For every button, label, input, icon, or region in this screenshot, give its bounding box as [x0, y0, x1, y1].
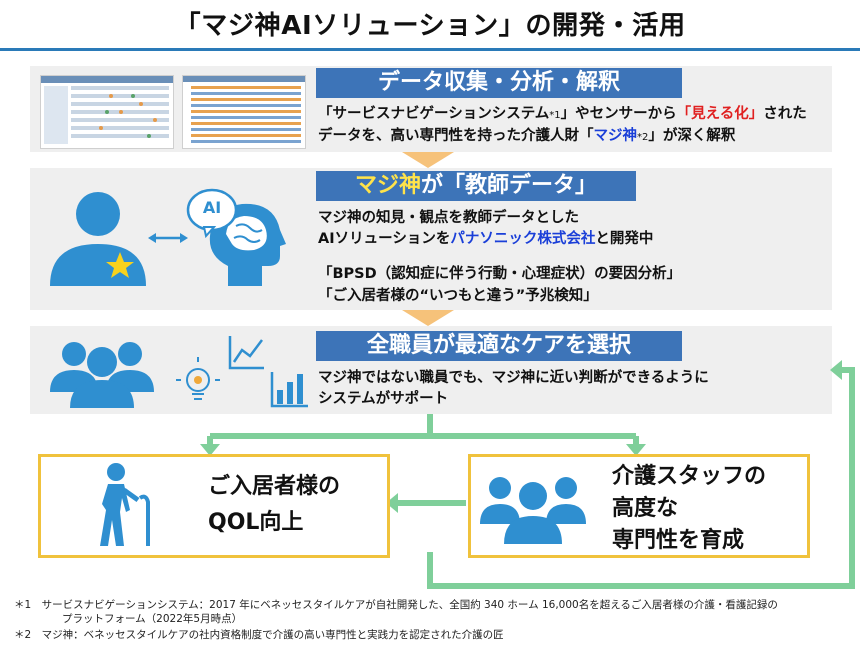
ai-brain-head-icon: [186, 188, 286, 286]
double-arrow-icon: [148, 233, 188, 243]
box-left-line2: QOL向上: [208, 510, 304, 535]
page-title: 「マジ神AIソリューション」の開発・活用: [174, 11, 686, 41]
flow-chevron-2: [402, 310, 454, 326]
section3-label: 全職員が最適なケアを選択: [316, 331, 682, 361]
lightbulb-gear-icon: [176, 357, 220, 400]
staff-team-icon: [480, 477, 586, 544]
person-ai-icons: [50, 188, 286, 286]
section2-line4: 「ご入居者様の“いつもと違う”予兆検知」: [318, 288, 598, 304]
staff-analytics-icons: [50, 336, 308, 408]
box-left-line1: ご入居者様の: [208, 474, 341, 499]
section1-line2: データを、高い専門性を持った介護人財「マジ神*2」が深く解釈: [318, 128, 736, 144]
line-chart-icon: [228, 336, 264, 370]
section2-label: マジ神が「教師データ」: [316, 171, 636, 201]
footnote-1-cont: プラットフォーム（2022年5月時点）: [62, 613, 243, 625]
footnote-1: ＊1 サービスナビゲーションシステム：2017 年にベネッセスタイルケアが自社開…: [14, 599, 778, 611]
box-right-line3: 専門性を育成: [612, 528, 745, 553]
section2-line2: AIソリューションをパナソニック株式会社と開発中: [318, 231, 654, 247]
section1-line1: 「サービスナビゲーションシステム*1」やセンサーから「見える化」された: [318, 106, 807, 122]
section3-line1: マジ神ではない職員でも、マジ神に近い判断ができるように: [318, 370, 709, 386]
staff-group-icon: [50, 342, 154, 408]
title-divider: [0, 48, 860, 51]
section2-line3: 「BPSD（認知症に伴う行動・心理症状）の要因分析」: [318, 266, 682, 282]
system-screenshot-1: [40, 75, 174, 149]
box-right-line1: 介護スタッフの: [612, 464, 767, 489]
box-right-line2: 高度な: [612, 496, 679, 521]
section3-line2: システムがサポート: [318, 391, 449, 407]
section2-line1: マジ神の知見・観点を教師データとした: [318, 210, 579, 226]
ai-bubble-text: AI: [202, 198, 222, 217]
footnote-2: ＊2 マジ神：ベネッセスタイルケアの社内資格制度で介護の高い専門性と実践力を認定…: [14, 629, 504, 641]
flow-chevron-1: [402, 152, 454, 168]
bar-chart-icon: [270, 372, 308, 408]
expert-person-icon: [50, 192, 146, 286]
system-screenshot-2: [182, 75, 306, 149]
elderly-person-icon: [100, 463, 150, 546]
section1-label: データ収集・分析・解釈: [316, 68, 682, 98]
outcome-box-residents: [38, 454, 390, 558]
